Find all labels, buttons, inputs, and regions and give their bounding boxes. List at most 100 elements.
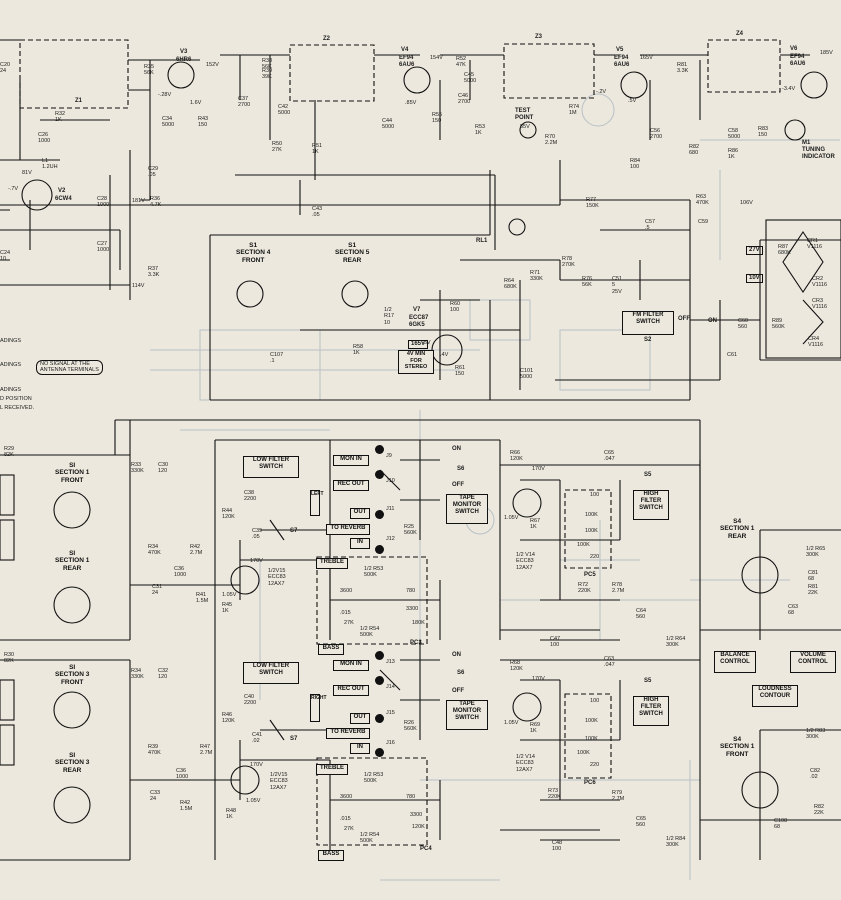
- left-r78: R78 2.7M: [612, 582, 625, 595]
- left-pc3: PC3: [410, 640, 422, 646]
- right-r84v: 1/2 R84 300K: [666, 836, 686, 849]
- left-j9-id: J9: [386, 453, 392, 459]
- v7-id: V7: [413, 307, 421, 313]
- v7-grid-volt: -3V: [422, 340, 431, 346]
- right-jack-j16[interactable]: [375, 748, 384, 757]
- left-bass-control[interactable]: BASS: [318, 644, 344, 655]
- right-pc-120k: 120K: [412, 824, 425, 830]
- b181-volt: 181V: [132, 198, 145, 204]
- v4-type: EF94 6AU6: [399, 55, 415, 68]
- right-jack-j15[interactable]: [375, 714, 384, 723]
- left-high-filter-switch[interactable]: HIGH FILTER SWITCH: [633, 490, 669, 520]
- r83-label: R83 150: [758, 126, 769, 139]
- left-jack-j10[interactable]: [375, 470, 384, 479]
- r78-label: R78 270K: [562, 256, 575, 269]
- right-low-filter-switch[interactable]: LOW FILTER SWITCH: [243, 662, 299, 684]
- left-c30: C30 120: [158, 462, 169, 475]
- z3-label: Z3: [535, 34, 543, 40]
- right-jack-to-reverb[interactable]: TO REVERB: [326, 728, 370, 739]
- right-jack-in[interactable]: IN: [350, 743, 370, 754]
- left-jack-j12[interactable]: [375, 545, 384, 554]
- left-pch-100k-c: 100K: [577, 542, 590, 548]
- c101-label: C101 5000: [520, 368, 534, 381]
- left-jack-rec-out[interactable]: REC OUT: [333, 480, 369, 491]
- balance-control[interactable]: BALANCE CONTROL: [714, 651, 756, 673]
- left-r45: R45 1K: [222, 602, 233, 615]
- right-j15-id: J15: [386, 710, 395, 716]
- left-jack-mon-in[interactable]: MON IN: [333, 455, 369, 466]
- legend-line-4: D POSITION: [0, 396, 32, 402]
- right-jack-j13[interactable]: [375, 651, 384, 660]
- right-jack-rec-out[interactable]: REC OUT: [333, 685, 369, 696]
- right-jack-out[interactable]: OUT: [350, 713, 370, 724]
- right-tape-monitor-switch[interactable]: TAPE MONITOR SWITCH: [446, 700, 488, 730]
- left-r41: R41 1.5M: [196, 592, 209, 605]
- right-c36: C36 1000: [176, 768, 189, 781]
- edge-c20: C20 24: [0, 62, 11, 75]
- right-r53: 1/2 R53 500K: [364, 772, 384, 785]
- left-c63: C63 68: [788, 604, 799, 617]
- left-jack-out[interactable]: OUT: [350, 508, 370, 519]
- left-jack-j11[interactable]: [375, 510, 384, 519]
- r55-label: R55 150: [432, 112, 443, 125]
- v4-plate-volt: 154V: [430, 55, 443, 61]
- left-s4: S4 SECTION 1 REAR: [720, 518, 755, 540]
- right-c65b: C65 560: [636, 816, 647, 829]
- loudness-contour-control[interactable]: LOUDNESS CONTOUR: [752, 685, 798, 707]
- r74-label: R74 1M: [569, 104, 580, 117]
- left-pc-3300: 3300: [406, 606, 419, 612]
- tuning-indicator-label: M1 TUNING INDICATOR: [802, 140, 835, 160]
- c42-label: C42 5000: [278, 104, 291, 117]
- left-low-filter-switch[interactable]: LOW FILTER SWITCH: [243, 456, 299, 478]
- fm-filter-switch[interactable]: FM FILTER SWITCH: [622, 311, 674, 335]
- right-jack-mon-in[interactable]: MON IN: [333, 660, 369, 671]
- right-treble-control[interactable]: TREBLE: [316, 764, 348, 775]
- b27-volt: 27V: [746, 246, 763, 255]
- left-jack-to-reverb[interactable]: TO REVERB: [326, 524, 370, 535]
- c107-label: C107 .1: [270, 352, 284, 365]
- v5-grid-volt: -.2V: [596, 89, 607, 95]
- v6-plate-volt: 185V: [820, 50, 833, 56]
- right-bass-control[interactable]: BASS: [318, 850, 344, 861]
- right-c40: C40 2200: [244, 694, 257, 707]
- cr1-label: CR1 V1116: [807, 238, 823, 251]
- s1-section4-label: S1 SECTION 4 FRONT: [236, 242, 271, 264]
- left-jack-in[interactable]: IN: [350, 538, 370, 549]
- left-pc-015: .015: [340, 610, 351, 616]
- legend-line-1: ADINGS: [0, 338, 22, 344]
- right-pch-100k-a: 100K: [585, 718, 598, 724]
- right-r42: R42 1.5M: [180, 800, 193, 813]
- right-pch-220: 220: [590, 762, 600, 768]
- cr3-label: CR3 V1116: [812, 298, 828, 311]
- left-pch-100k-a: 100K: [585, 512, 598, 518]
- left-pc5: PC5: [584, 572, 596, 578]
- r89-label: R89 560K: [772, 318, 785, 331]
- right-pch-100k-c: 100K: [577, 750, 590, 756]
- v5-id: V5: [616, 47, 624, 53]
- right-r68: R68 120K: [510, 660, 523, 673]
- left-j12-id: J12: [386, 536, 395, 542]
- left-treble-control[interactable]: TREBLE: [316, 558, 348, 569]
- r32-label: R32 1K: [55, 111, 66, 124]
- v7-type: ECC87 6GK5: [409, 315, 429, 328]
- left-v15-label: 1/2V15 ECC83 12AX7: [268, 568, 286, 587]
- left-r81: R81 22K: [808, 584, 819, 597]
- b10-volt: 10V: [746, 274, 763, 283]
- v3-grid-volt: -.28V: [158, 92, 172, 98]
- left-r67: R67 1K: [530, 518, 541, 531]
- left-jack-j9[interactable]: [375, 445, 384, 454]
- right-high-filter-switch[interactable]: HIGH FILTER SWITCH: [633, 696, 669, 726]
- radio-section: [0, 39, 841, 401]
- v2-grid-volt: -.7V: [8, 186, 19, 192]
- volume-control[interactable]: VOLUME CONTROL: [790, 651, 836, 673]
- c56-label: C56 2700: [650, 128, 663, 141]
- left-pch-100k-b: 100K: [585, 528, 598, 534]
- c51-label: C51 5 25V: [612, 276, 623, 295]
- right-jack-j14[interactable]: [375, 676, 384, 685]
- left-tape-monitor-switch[interactable]: TAPE MONITOR SWITCH: [446, 494, 488, 524]
- right-r47: R47 2.7M: [200, 744, 213, 757]
- r17-label: 1/2 R17 10: [384, 307, 395, 326]
- b114-volt: 114V: [132, 283, 145, 289]
- legend-line-5: L RECEIVED.: [0, 405, 35, 411]
